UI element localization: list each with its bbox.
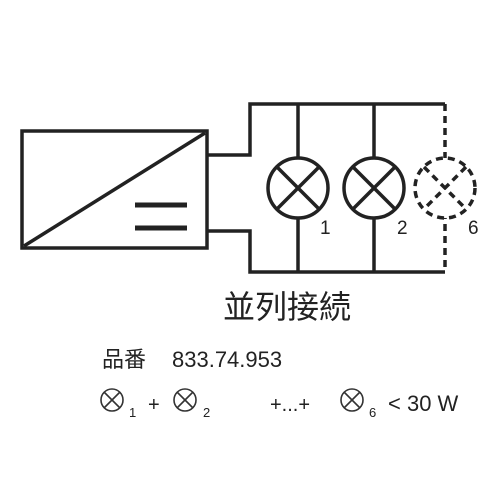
transformer: [20, 129, 209, 250]
transformer-box: [20, 129, 209, 250]
formula-lamp-6-icon: [340, 388, 364, 412]
formula-sub-2: 2: [203, 405, 210, 420]
wire-top-lead: [207, 102, 445, 157]
lamp-6-label: 6: [468, 218, 479, 239]
product-number: 833.74.953: [172, 347, 282, 372]
formula-lamp-1-icon: [100, 388, 124, 412]
formula-sub-6: 6: [369, 405, 376, 420]
lamp-2-icon: [342, 156, 406, 220]
formula-sub-1: 1: [129, 405, 136, 420]
lamp-2-label: 2: [397, 218, 408, 239]
formula-plus: +: [148, 394, 160, 416]
diagram-title: 並列接続: [223, 289, 351, 325]
transformer-diagonal: [23, 131, 206, 248]
lamp-1-icon: [266, 156, 330, 220]
wire-bottom-lead: [207, 229, 445, 274]
formula-limit: < 30 W: [388, 391, 459, 416]
product-label: 品番: [102, 347, 146, 372]
lamp-1-label: 1: [320, 218, 331, 239]
formula-ellipsis: +...+: [270, 394, 310, 416]
formula-lamp-2-icon: [173, 388, 197, 412]
lamp-6-icon: [413, 156, 477, 220]
